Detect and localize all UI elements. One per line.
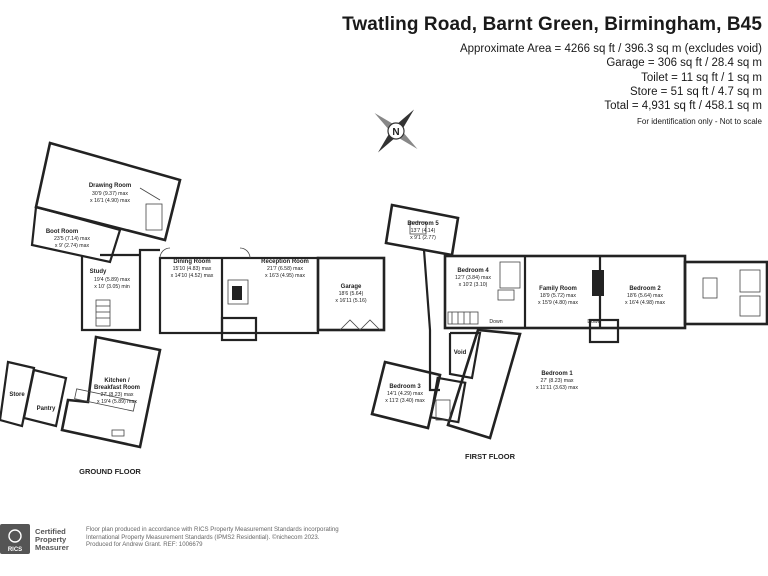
stair-label: Down [587, 319, 600, 325]
room-name: Boot Room [46, 229, 78, 235]
footer: Floor plan produced in accordance with R… [86, 526, 396, 549]
room-dims: x 16'3 (4.95) max [265, 273, 305, 279]
room-dims: x 9'1 (2.77) [410, 235, 436, 241]
room-name: Bedroom 3 [389, 384, 421, 390]
certified-measurer: Certified Property Measurer [35, 527, 69, 553]
cert-line: Measurer [35, 543, 69, 553]
room-name: Dining Room [173, 259, 210, 265]
room-name: Bedroom 4 [457, 268, 489, 274]
room-dims: 15'10 (4.83) max [173, 266, 212, 272]
floor-label: GROUND FLOOR [79, 467, 141, 476]
room-name: Bedroom 2 [629, 286, 661, 292]
room-dims: 27' (8.23) max [101, 392, 134, 398]
room-dims: x 19'4 (5.89) max [97, 399, 137, 405]
room-dims: x 10' (3.05) min [94, 284, 130, 290]
footer-line: Floor plan produced in accordance with R… [86, 526, 339, 533]
area-line: Toilet = 11 sq ft / 1 sq m [641, 71, 762, 84]
area-line: Approximate Area = 4266 sq ft / 396.3 sq… [459, 43, 762, 55]
room-dims: x 14'10 (4.52) max [171, 273, 214, 279]
ground-floor-details [74, 187, 381, 437]
room-name: Pantry [37, 406, 56, 412]
room-name: Reception Room [261, 259, 309, 265]
room-name: Drawing Room [89, 183, 131, 189]
room-dims: 18'9 (5.72) max [540, 293, 576, 299]
room-name: Void [454, 350, 467, 356]
room-dims: 19'4 (5.89) max [94, 277, 130, 283]
footer-line: International Property Measurement Stand… [86, 533, 320, 541]
cert-line: Certified [35, 527, 66, 536]
room-name: Breakfast Room [94, 385, 140, 391]
first-floor-details [409, 221, 761, 421]
property-title: Twatling Road, Barnt Green, Birmingham, … [342, 14, 762, 35]
room-dims: 14'1 (4.29) max [387, 391, 423, 397]
room-dims: x 11'2 (3.40) max [385, 398, 425, 404]
room-name: Store [9, 392, 25, 398]
ground-floor-walls [0, 141, 386, 449]
cert-line: Property [35, 535, 67, 545]
compass-icon [374, 109, 418, 153]
floor-label: FIRST FLOOR [465, 452, 516, 461]
first-floor-walls [370, 203, 768, 440]
scale-note: For identification only - Not to scale [637, 117, 762, 127]
first-floor-labels: Bedroom 5 13'7 (4.14) x 9'1 (2.77) Bedro… [385, 221, 665, 461]
area-line: Store = 51 sq ft / 4.7 sq m [630, 85, 762, 98]
room-name: Study [90, 269, 107, 275]
room-name: Garage [341, 284, 362, 290]
room-dims: x 11'11 (3.63) max [536, 385, 578, 391]
room-dims: 30'9 (9.37) max [92, 191, 128, 197]
room-dims: 23'5 (7.14) max [54, 236, 90, 242]
room-dims: 13'7 (4.14) [411, 228, 436, 234]
compass-north-label: N [392, 127, 399, 138]
room-dims: 21'7 (6.58) max [267, 266, 303, 272]
room-name: Bedroom 5 [407, 221, 439, 227]
header: Twatling Road, Barnt Green, Birmingham, … [342, 14, 762, 126]
room-dims: 27' (8.23) max [541, 378, 574, 384]
stair-label: Down [489, 319, 502, 325]
chimney-blocks [232, 270, 604, 300]
area-line: Total = 4,931 sq ft / 458.1 sq m [604, 100, 762, 113]
rics-logo-icon: RICS [0, 524, 30, 554]
ground-floor-labels: Drawing Room 30'9 (9.37) max x 16'1 (4.9… [9, 183, 367, 476]
room-name: Family Room [539, 286, 577, 292]
room-name: Kitchen / [104, 378, 130, 384]
room-name: Bedroom 1 [541, 371, 573, 377]
area-line: Garage = 306 sq ft / 28.4 sq m [606, 57, 762, 70]
room-dims: 18'6 (5.64) max [627, 293, 663, 299]
room-dims: x 16'1 (4.90) max [90, 198, 130, 204]
room-dims: x 9' (2.74) max [55, 243, 90, 249]
room-dims: x 16'4 (4.98) max [625, 300, 665, 306]
room-dims: 18'6 (5.64) [339, 291, 364, 297]
svg-text:RICS: RICS [8, 547, 22, 553]
room-dims: 12'7 (3.84) max [455, 275, 491, 281]
room-dims: x 16'11 (5.16) [335, 298, 366, 304]
room-dims: x 15'9 (4.80) max [538, 300, 578, 306]
room-dims: x 10'2 (3.10) [459, 282, 488, 288]
footer-line: Produced for Andrew Grant. REF: 1006679 [86, 541, 203, 549]
